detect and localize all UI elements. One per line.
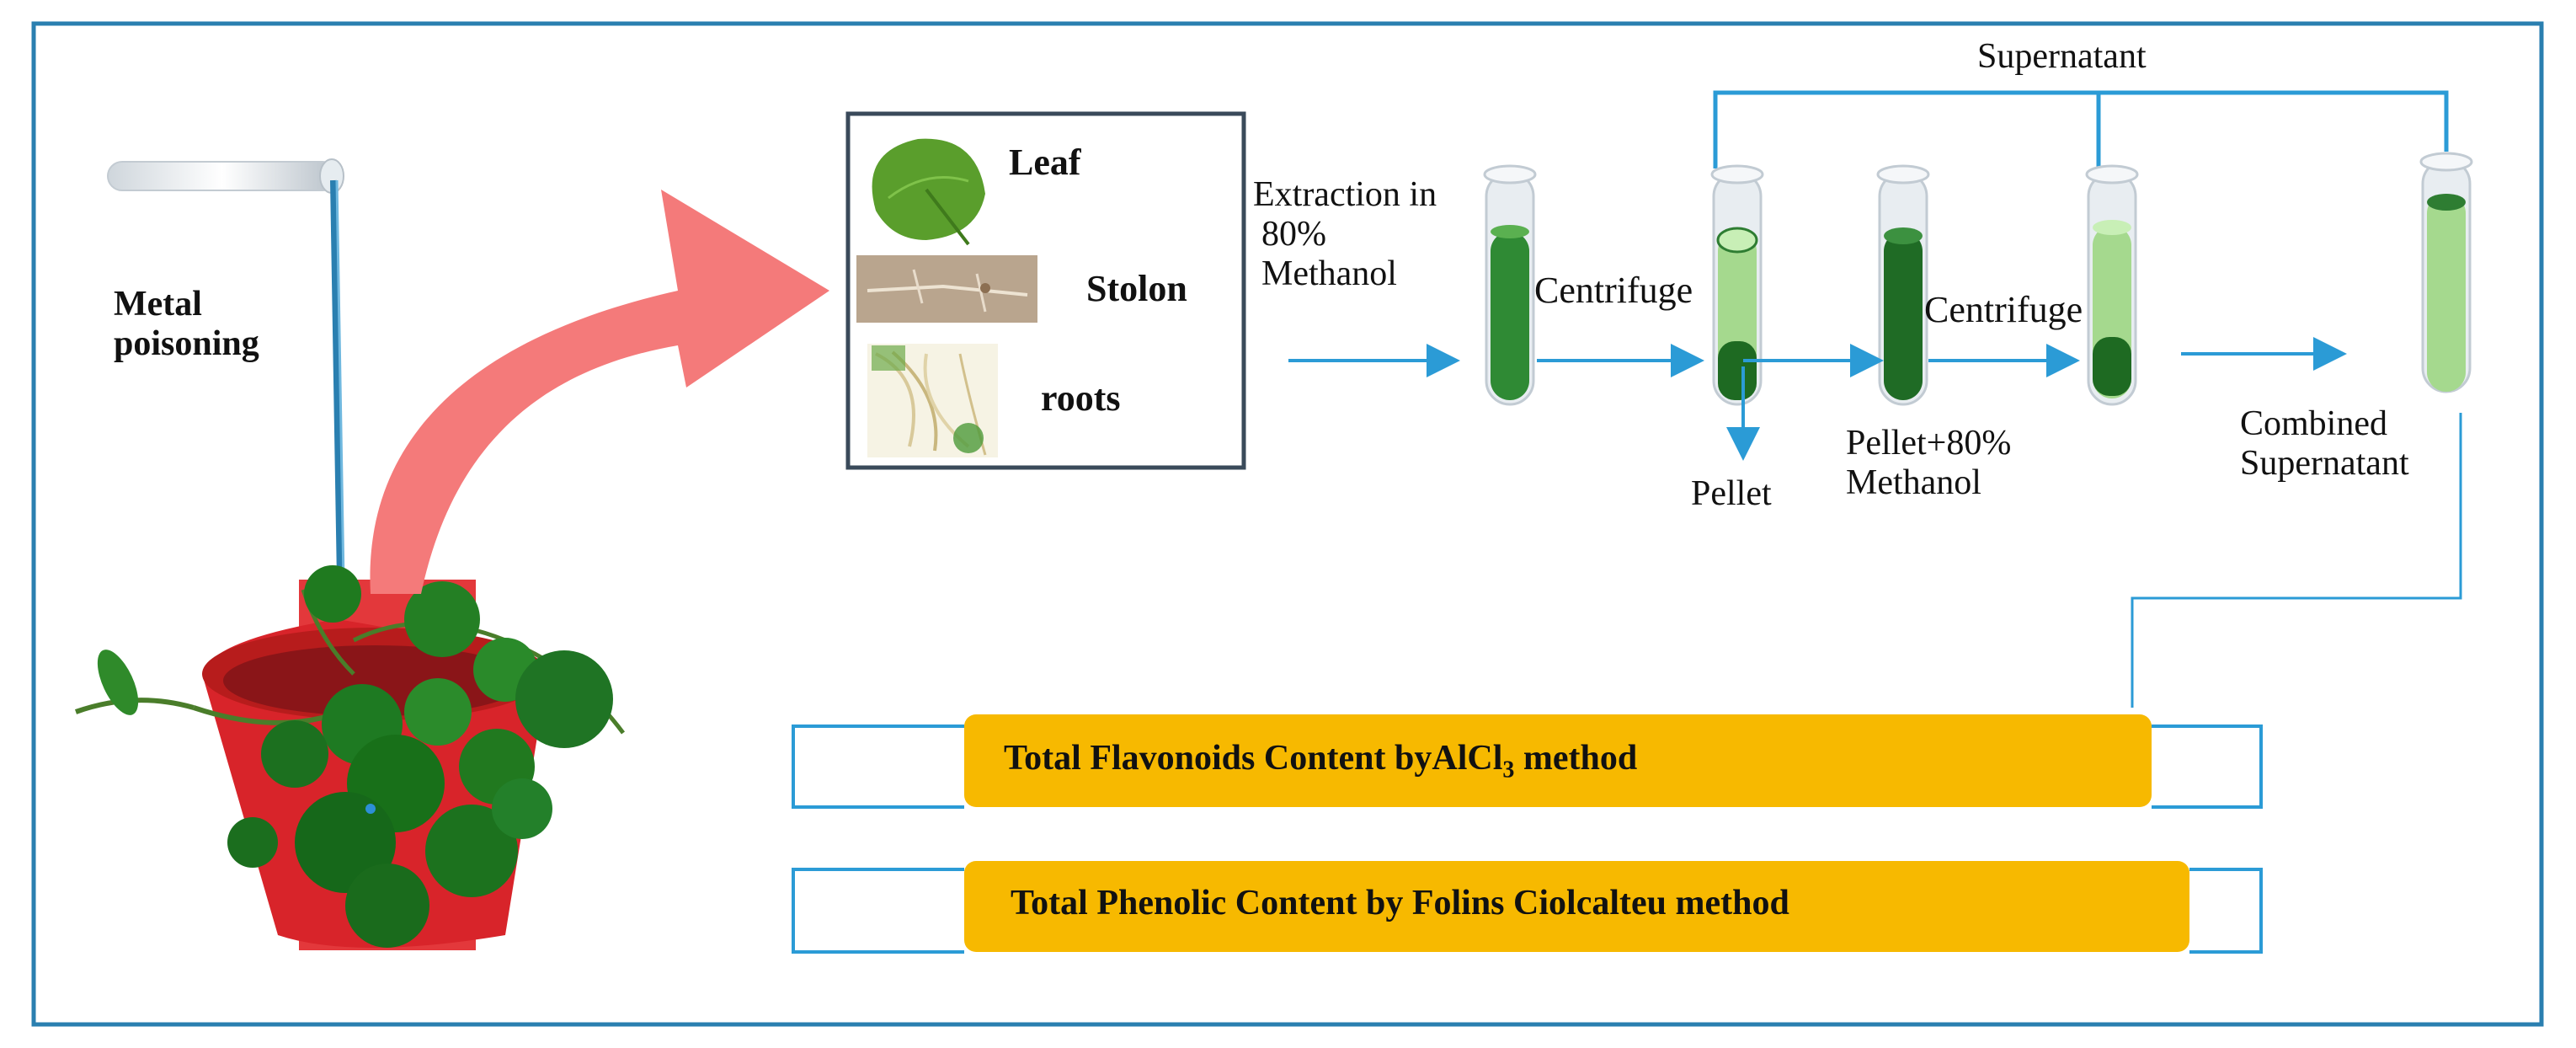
flavonoids-banner-text: Total Flavonoids Content byAlCl3 method <box>1004 738 1637 783</box>
flavonoids-bracket <box>792 725 2263 809</box>
potted-plant-icon <box>74 565 625 950</box>
big-curved-arrow <box>370 190 829 594</box>
tube-2-centrifuged <box>1710 164 1764 406</box>
flavonoids-banner <box>964 714 2152 807</box>
pouring-stream <box>330 179 344 582</box>
metal-poisoning-label: Metal poisoning <box>114 285 259 364</box>
outer-frame <box>31 21 2544 1027</box>
supernatant-label: Supernatant <box>1977 37 2147 76</box>
metal-poisoning-line-2: poisoning <box>114 324 259 364</box>
stolon-label: Stolon <box>1086 268 1187 309</box>
pellet-methanol-line-1: Pellet+80% <box>1846 424 2012 463</box>
tube-5-combined-supernatant <box>2419 152 2473 393</box>
extraction-line-3: Methanol <box>1261 254 1397 294</box>
leaf-photo-icon <box>861 131 992 249</box>
combined-line-2: Supernatant <box>2240 444 2409 484</box>
centrifuge-label-1: Centrifuge <box>1534 270 1693 311</box>
pellet-methanol-line-2: Methanol <box>1846 463 1981 503</box>
pouring-test-tube-icon <box>107 158 344 194</box>
phenolic-banner-text: Total Phenolic Content by Folins Ciolcal… <box>1011 884 1789 922</box>
phenolic-banner <box>964 861 2189 952</box>
roots-photo-icon <box>867 344 998 457</box>
metal-poisoning-line-1: Metal <box>114 285 202 323</box>
flavonoids-text-subscript: 3 <box>1502 757 1515 783</box>
assay-connector-line <box>2131 413 2462 708</box>
combined-supernatant-label: Combined Supernatant <box>2240 404 2409 484</box>
combined-line-1: Combined <box>2240 404 2387 443</box>
phenolic-bracket <box>792 868 2263 954</box>
centrifuge-label-2: Centrifuge <box>1924 289 2083 330</box>
pellet-label: Pellet <box>1691 474 1772 513</box>
extraction-line-1: Extraction in <box>1253 175 1437 214</box>
flavonoids-text-main: Total Flavonoids Content byAlCl <box>1004 739 1503 778</box>
leaf-label: Leaf <box>1009 142 1081 183</box>
extraction-label: Extraction in 80% Methanol <box>1253 175 1437 294</box>
tube-3-pellet-methanol <box>1876 164 1930 406</box>
stolon-photo-icon <box>856 255 1037 323</box>
flavonoids-text-tail: method <box>1514 739 1638 778</box>
pellet-methanol-label: Pellet+80% Methanol <box>1846 424 2011 503</box>
tube-1-extract <box>1483 164 1537 406</box>
supernatant-collection-line <box>1713 90 2449 168</box>
roots-label: roots <box>1041 377 1121 419</box>
tube-4-centrifuged <box>2085 164 2139 406</box>
extraction-line-2: 80% <box>1261 215 1326 254</box>
